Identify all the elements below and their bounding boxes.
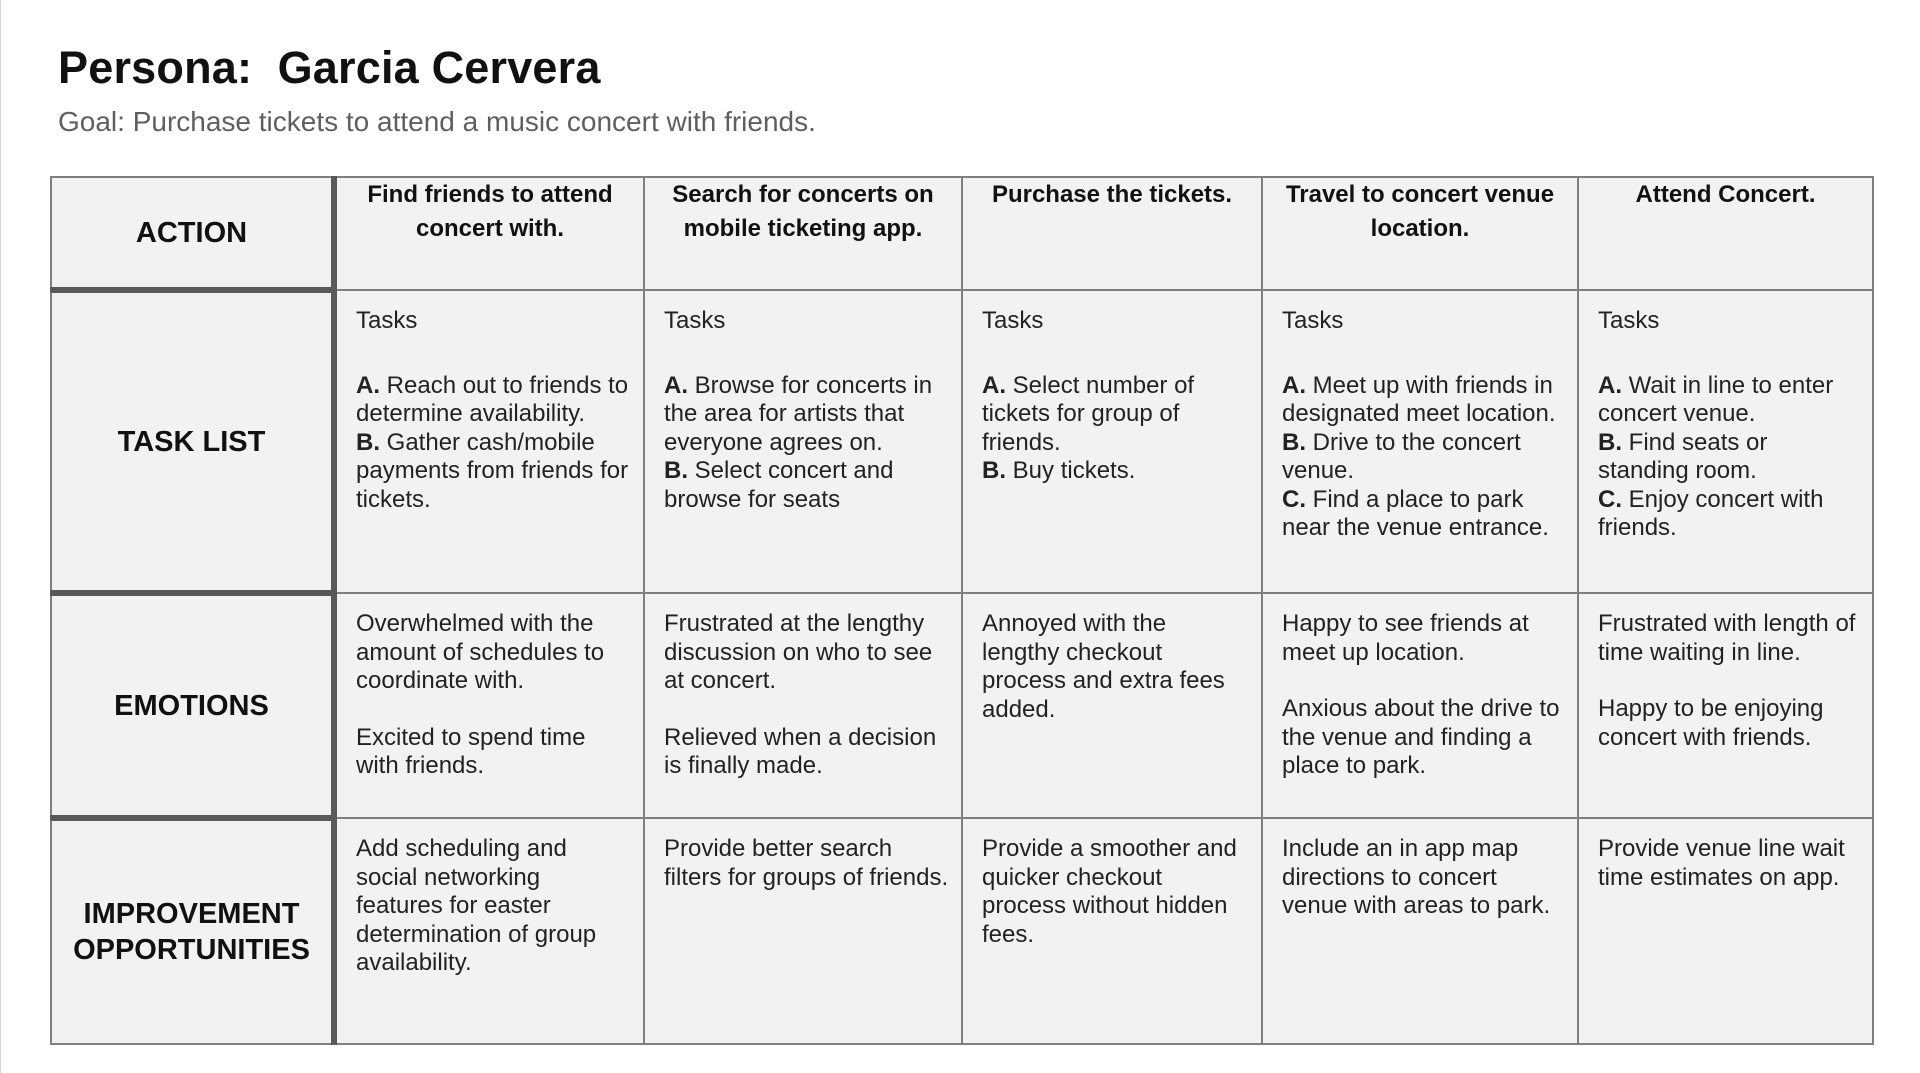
action-step-2: Search for concerts on mobile ticketing … bbox=[643, 176, 963, 291]
emotion-cell: Frustrated at the lengthy discussion on … bbox=[643, 592, 963, 819]
improvement-cell: Include an in app map directions to conc… bbox=[1261, 817, 1579, 1045]
action-step-1: Find friends to attend concert with. bbox=[333, 176, 645, 291]
task-item: A. Reach out to friends to determine ava… bbox=[356, 372, 631, 429]
task-text: Meet up with friends in designated meet … bbox=[1282, 371, 1556, 428]
emotion-text: Relieved when a decision is finally made… bbox=[664, 723, 937, 780]
task-item: B. Find seats or standing room. bbox=[1598, 429, 1860, 486]
tasks-heading: Tasks bbox=[982, 307, 1044, 334]
task-letter: B. bbox=[1282, 428, 1306, 456]
emotion-cell: Annoyed with the lengthy checkout proces… bbox=[961, 592, 1263, 819]
emotion-cell: Frustrated with length of time waiting i… bbox=[1577, 592, 1874, 819]
emotion-text: Frustrated with length of time waiting i… bbox=[1598, 610, 1856, 666]
task-item: B. Buy tickets. bbox=[982, 457, 1249, 486]
task-letter: A. bbox=[982, 371, 1006, 399]
task-letter: B. bbox=[1598, 428, 1622, 456]
task-text: Select number of tickets for group of fr… bbox=[982, 371, 1195, 456]
emotion-text: Annoyed with the lengthy checkout proces… bbox=[982, 610, 1225, 723]
task-item: C. Find a place to park near the venue e… bbox=[1282, 486, 1565, 543]
task-letter: A. bbox=[356, 371, 380, 399]
task-item: B. Drive to the concert venue. bbox=[1282, 429, 1565, 486]
task-item: B. Gather cash/mobile payments from frie… bbox=[356, 429, 631, 515]
improvement-row: IMPROVEMENT OPPORTUNITIES Add scheduling… bbox=[50, 817, 1874, 1045]
action-step-5: Attend Concert. bbox=[1577, 176, 1874, 291]
improvement-text: Provide venue line wait time estimates o… bbox=[1598, 835, 1845, 891]
improvement-cell: Add scheduling and social networking fea… bbox=[333, 817, 645, 1045]
task-letter: A. bbox=[1598, 371, 1622, 399]
task-item: A. Meet up with friends in designated me… bbox=[1282, 372, 1565, 429]
tasks-heading: Tasks bbox=[1282, 307, 1344, 334]
emotion-text: Happy to see friends at meet up location… bbox=[1282, 610, 1529, 666]
task-text: Reach out to friends to determine availa… bbox=[356, 371, 629, 428]
row-label-improvement-line1: IMPROVEMENT bbox=[83, 898, 300, 930]
task-letter: B. bbox=[664, 457, 688, 484]
emotion-text: Frustrated at the lengthy discussion on … bbox=[664, 610, 933, 694]
task-letter: A. bbox=[664, 371, 688, 399]
task-item: A. Select number of tickets for group of… bbox=[982, 372, 1249, 458]
task-text: Select concert and browse for seats bbox=[664, 457, 894, 513]
emotion-text: Happy to be enjoying concert with friend… bbox=[1598, 695, 1824, 751]
improvement-text: Add scheduling and social networking fea… bbox=[356, 835, 597, 976]
task-letter: B. bbox=[356, 428, 380, 456]
row-label-action: ACTION bbox=[50, 176, 337, 293]
row-label-emotions: EMOTIONS bbox=[50, 592, 337, 821]
improvement-text: Provide a smoother and quicker checkout … bbox=[982, 835, 1237, 948]
task-text: Wait in line to enter concert venue. bbox=[1598, 371, 1834, 428]
emotion-cell: Happy to see friends at meet up location… bbox=[1261, 592, 1579, 819]
tasks-heading: Tasks bbox=[1598, 307, 1660, 334]
task-letter: A. bbox=[1282, 371, 1306, 399]
task-text: Enjoy concert with friends. bbox=[1598, 485, 1824, 542]
improvement-cell: Provide a smoother and quicker checkout … bbox=[961, 817, 1263, 1045]
task-letter: C. bbox=[1598, 485, 1622, 513]
improvement-text: Include an in app map directions to conc… bbox=[1282, 835, 1551, 919]
row-label-task-list: TASK LIST bbox=[50, 289, 337, 596]
task-text: Drive to the concert venue. bbox=[1282, 428, 1521, 485]
action-step-3: Purchase the tickets. bbox=[961, 176, 1263, 291]
task-letter: B. bbox=[982, 457, 1006, 484]
task-item: C. Enjoy concert with friends. bbox=[1598, 486, 1860, 543]
emotion-text: Overwhelmed with the amount of schedules… bbox=[356, 610, 605, 694]
action-row: ACTION Find friends to attend concert wi… bbox=[50, 176, 1874, 293]
row-label-improvement-line2: OPPORTUNITIES bbox=[73, 934, 310, 966]
task-item: A. Wait in line to enter concert venue. bbox=[1598, 372, 1860, 429]
page-title: Persona: Garcia Cervera bbox=[58, 42, 601, 93]
improvement-cell: Provide better search filters for groups… bbox=[643, 817, 963, 1045]
page-subtitle-goal: Goal: Purchase tickets to attend a music… bbox=[58, 106, 816, 137]
task-letter: C. bbox=[1282, 485, 1306, 513]
tasks-heading: Tasks bbox=[356, 307, 418, 334]
improvement-cell: Provide venue line wait time estimates o… bbox=[1577, 817, 1874, 1045]
improvement-text: Provide better search filters for groups… bbox=[664, 835, 949, 891]
task-text: Find a place to park near the venue entr… bbox=[1282, 485, 1549, 542]
task-text: Browse for concerts in the area for arti… bbox=[664, 371, 933, 456]
task-item: A. Browse for concerts in the area for a… bbox=[664, 372, 949, 458]
tasks-heading: Tasks bbox=[664, 307, 726, 334]
task-item: B. Select concert and browse for seats bbox=[664, 457, 949, 514]
emotion-cell: Overwhelmed with the amount of schedules… bbox=[333, 592, 645, 819]
action-step-4: Travel to concert venue location. bbox=[1261, 176, 1579, 291]
task-text: Buy tickets. bbox=[1006, 457, 1136, 484]
task-text: Find seats or standing room. bbox=[1598, 428, 1768, 485]
emotion-text: Excited to spend time with friends. bbox=[356, 723, 586, 780]
emotion-text: Anxious about the drive to the venue and… bbox=[1282, 695, 1560, 779]
journey-map-table: ACTION Find friends to attend concert wi… bbox=[50, 176, 1874, 1045]
task-text: Gather cash/mobile payments from friends… bbox=[356, 428, 629, 513]
row-label-improvement: IMPROVEMENT OPPORTUNITIES bbox=[50, 817, 337, 1045]
emotions-row: EMOTIONS Overwhelmed with the amount of … bbox=[50, 592, 1874, 821]
